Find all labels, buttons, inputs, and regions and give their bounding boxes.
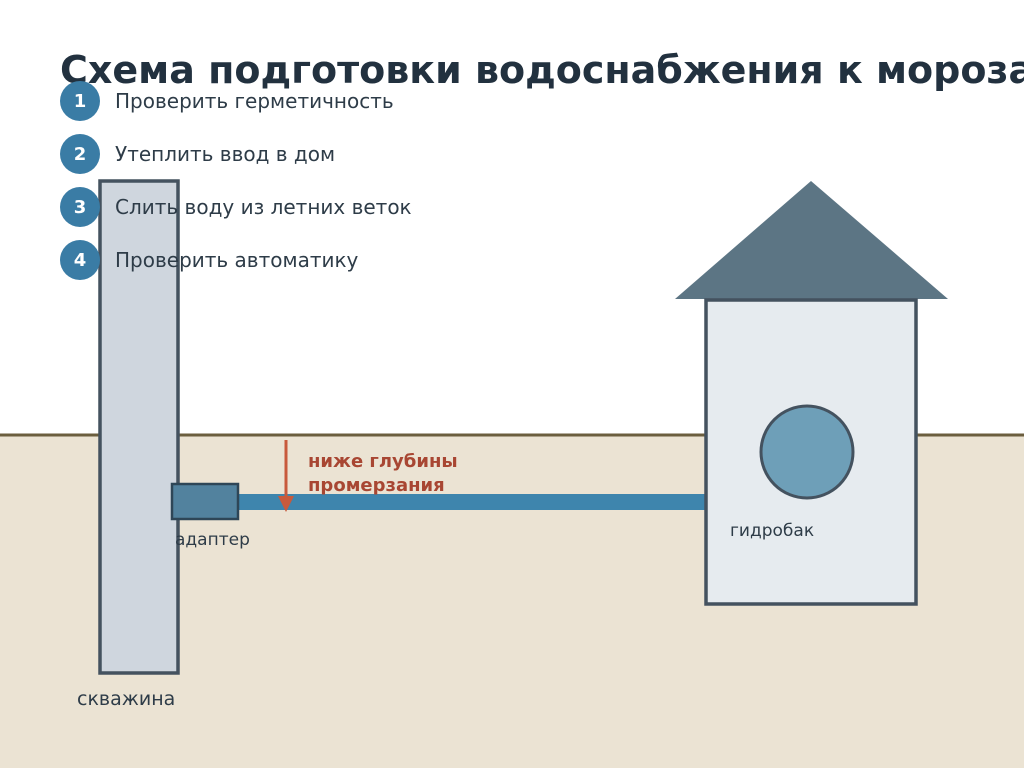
step-text: Проверить автоматику: [115, 248, 359, 272]
adapter-label: адаптер: [175, 530, 250, 550]
well-label: скважина: [77, 688, 176, 710]
adapter-block: [170, 482, 240, 521]
pressure-tank: [759, 404, 855, 500]
step-number-badge: 4: [60, 240, 100, 280]
step-text: Слить воду из летних веток: [115, 195, 412, 219]
step-number-badge: 3: [60, 187, 100, 227]
step-number-badge: 2: [60, 134, 100, 174]
step-item: 1 Проверить герметичность: [60, 81, 412, 121]
water-pipe: [236, 494, 706, 510]
pressure-tank-label: гидробак: [730, 521, 815, 541]
frost-depth-arrow-head: [278, 496, 294, 512]
frost-depth-label: ниже глубины промерзания: [308, 451, 458, 496]
page-title: Схема подготовки водоснабжения к морозам: [60, 48, 1024, 92]
step-item: 3 Слить воду из летних веток: [60, 187, 412, 227]
step-number-badge: 1: [60, 81, 100, 121]
step-item: 2 Утеплить ввод в дом: [60, 134, 412, 174]
step-text: Утеплить ввод в дом: [115, 142, 336, 166]
well-casing: [98, 179, 180, 675]
steps-list: 1 Проверить герметичность 2 Утеплить вво…: [60, 81, 412, 293]
step-item: 4 Проверить автоматику: [60, 240, 412, 280]
house-roof: [675, 181, 948, 299]
step-text: Проверить герметичность: [115, 89, 394, 113]
